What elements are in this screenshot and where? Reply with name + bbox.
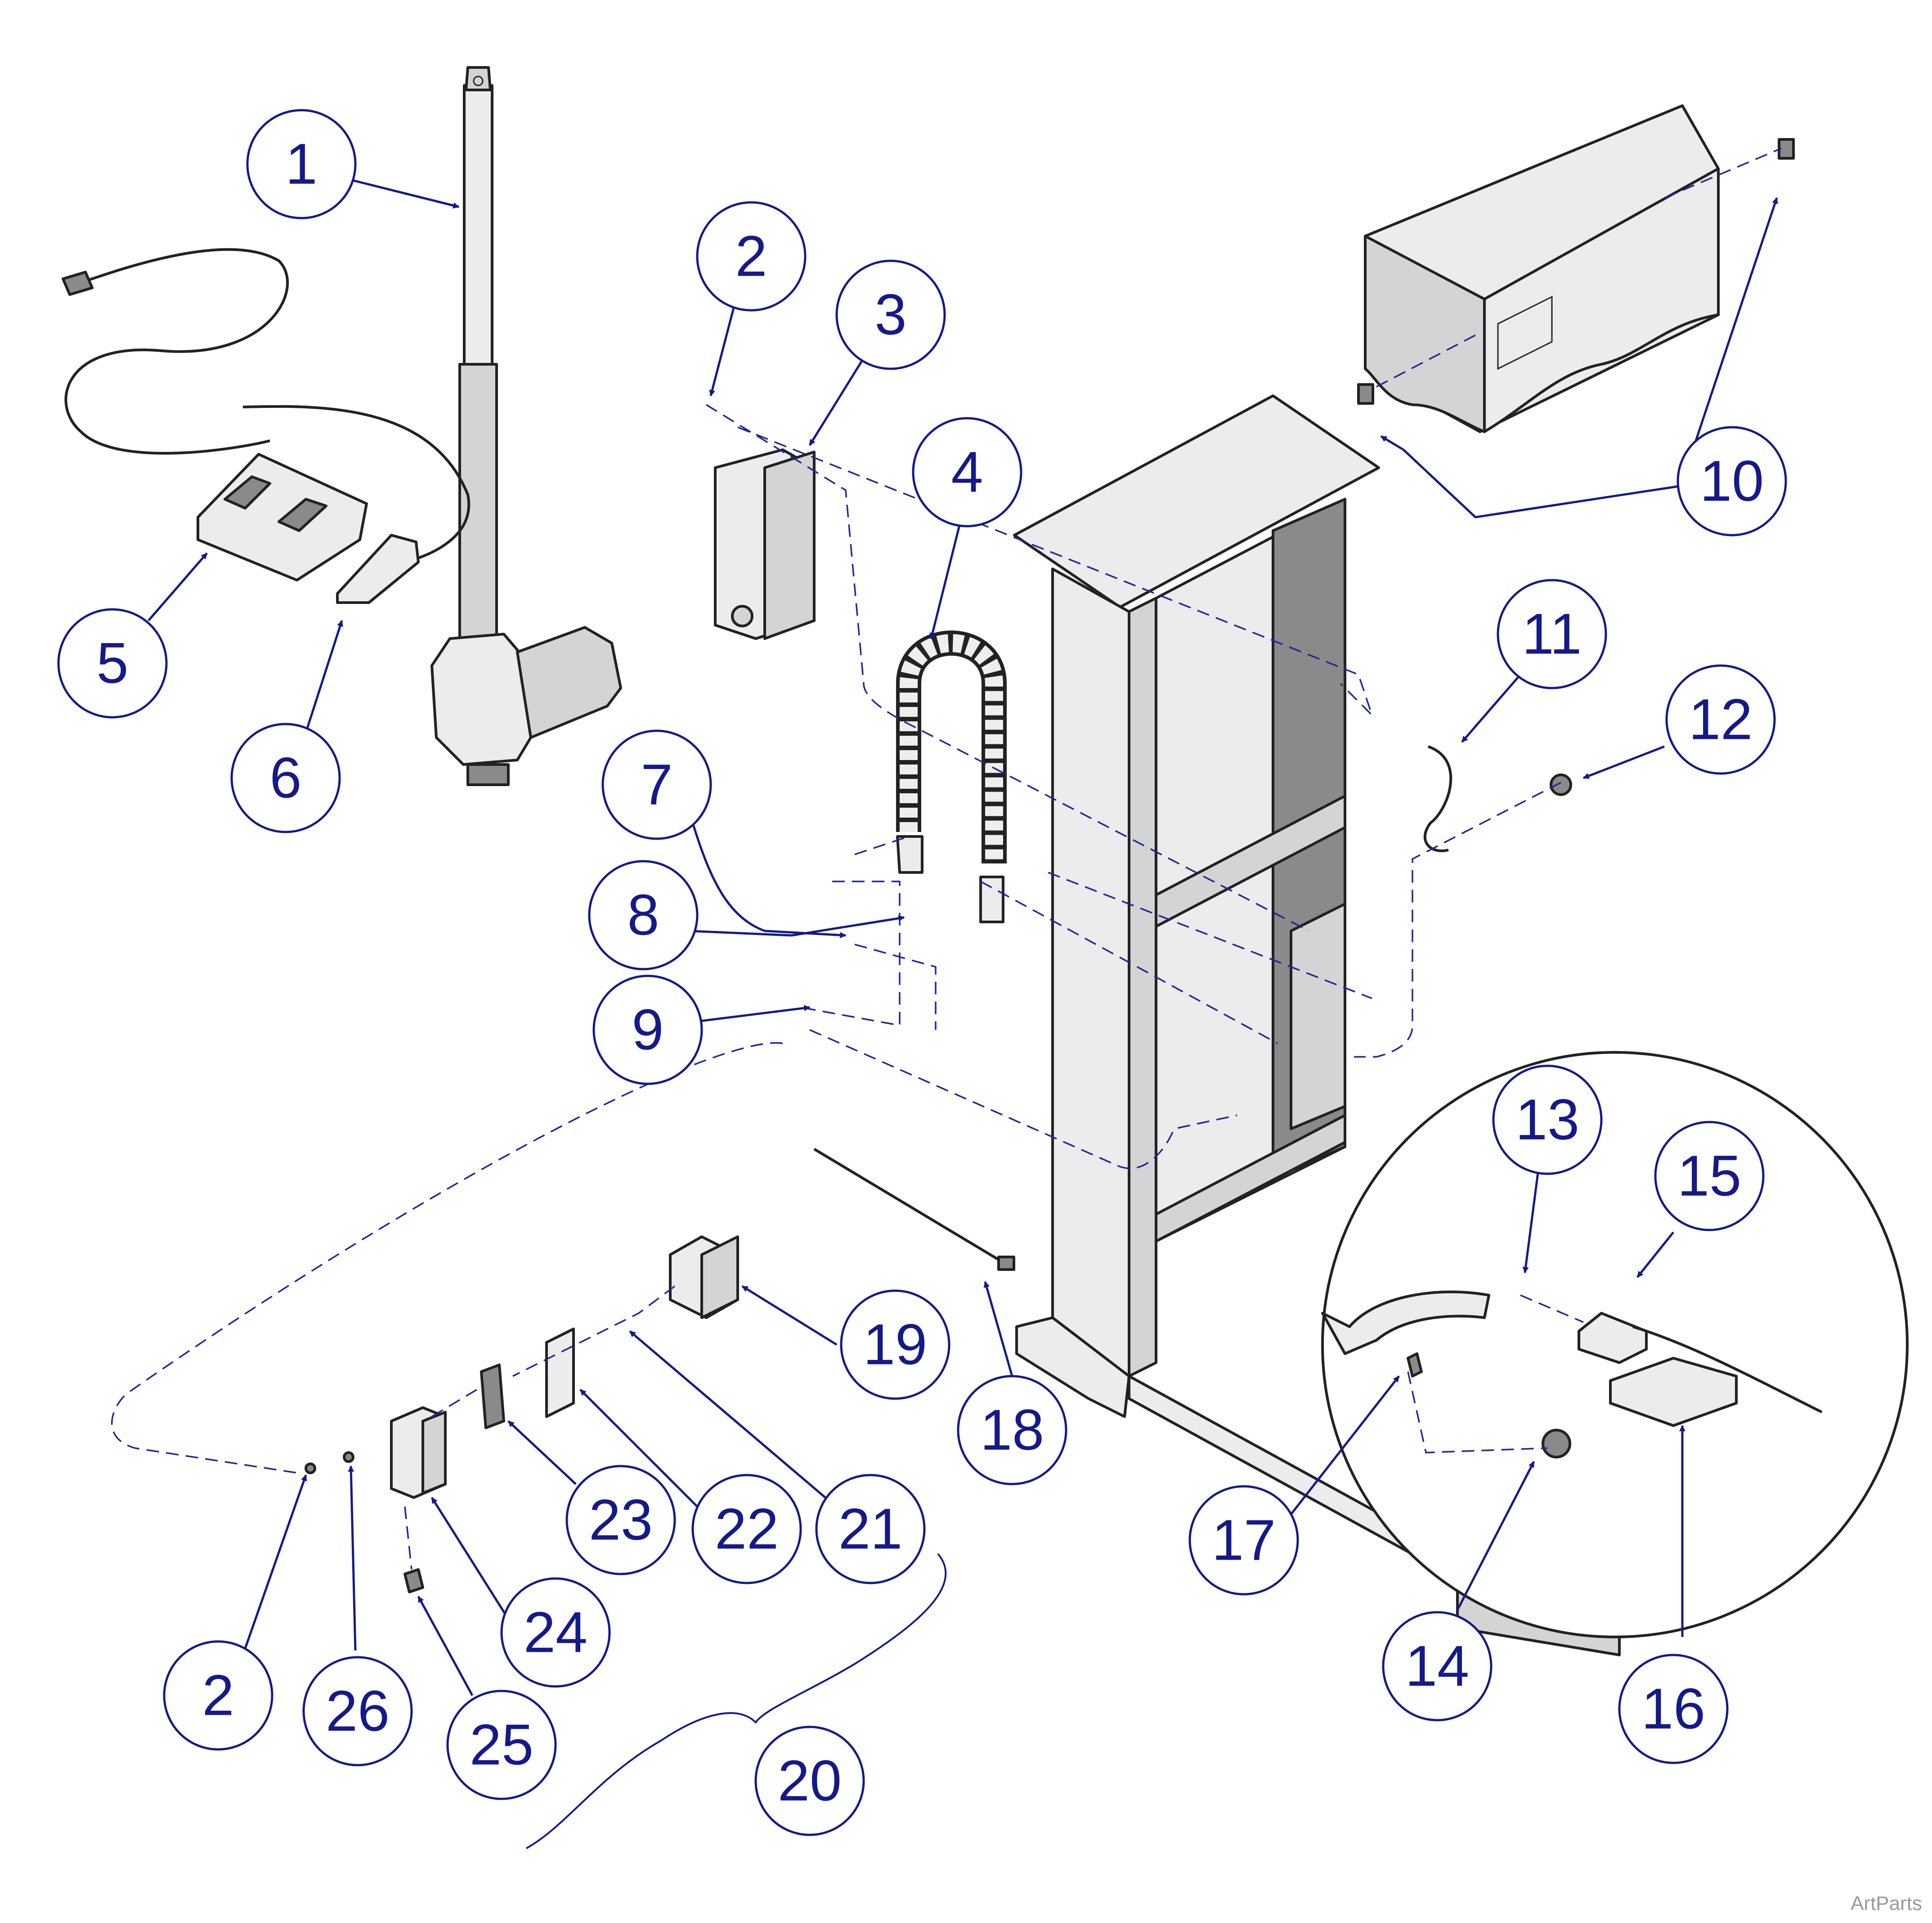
svg-text:20: 20 — [778, 1749, 842, 1813]
callout-13: 13 — [1492, 1064, 1603, 1175]
svg-text:25: 25 — [470, 1713, 533, 1777]
callout-8: 8 — [588, 860, 699, 970]
callout-26: 26 — [302, 1656, 413, 1766]
svg-text:3: 3 — [874, 283, 906, 347]
detail-inset — [1321, 1051, 1909, 1638]
control-box — [714, 448, 816, 640]
callout-7: 7 — [601, 729, 712, 840]
callout-11: 11 — [1497, 579, 1607, 689]
svg-text:26: 26 — [326, 1679, 390, 1744]
cable-carrier-chain — [896, 631, 1007, 923]
svg-text:16: 16 — [1641, 1677, 1705, 1741]
callout-23: 23 — [565, 1465, 676, 1575]
callout-25: 25 — [446, 1690, 557, 1800]
callout-15: 15 — [1654, 1121, 1765, 1231]
svg-text:7: 7 — [641, 753, 672, 817]
linear-actuator — [430, 66, 622, 786]
callout-18: 18 — [957, 1375, 1067, 1485]
svg-text:1: 1 — [285, 132, 317, 197]
callout-2-bottom: 2 — [163, 1640, 273, 1751]
support-frame — [1013, 394, 1841, 1656]
svg-text:10: 10 — [1700, 449, 1764, 514]
callout-10: 10 — [1676, 426, 1787, 537]
callout-9: 9 — [592, 975, 703, 1085]
foot-control — [62, 248, 471, 604]
cable-tie — [813, 1148, 1015, 1271]
svg-text:21: 21 — [838, 1497, 902, 1561]
svg-text:14: 14 — [1405, 1634, 1469, 1699]
svg-text:2: 2 — [202, 1664, 234, 1728]
svg-text:17: 17 — [1212, 1508, 1276, 1573]
callout-6: 6 — [230, 723, 341, 833]
leader-lines — [148, 179, 1778, 1696]
svg-text:2: 2 — [735, 224, 767, 289]
column-cover — [1357, 104, 1795, 433]
callout-5: 5 — [57, 608, 168, 719]
callout-20: 20 — [754, 1726, 865, 1836]
callout-4: 4 — [912, 417, 1022, 528]
svg-text:15: 15 — [1677, 1144, 1741, 1208]
svg-text:18: 18 — [980, 1398, 1044, 1462]
electrical-parts — [305, 1235, 739, 1593]
svg-text:23: 23 — [589, 1488, 653, 1552]
assembly-dashed-lines — [111, 148, 1782, 1570]
group-brace — [526, 1553, 947, 1849]
svg-text:11: 11 — [1522, 602, 1582, 666]
svg-text:24: 24 — [524, 1601, 587, 1665]
callout-3: 3 — [835, 259, 946, 370]
callout-17: 17 — [1188, 1485, 1299, 1596]
svg-text:5: 5 — [96, 631, 128, 696]
callout-22: 22 — [691, 1474, 802, 1584]
callout-19: 19 — [840, 1289, 950, 1400]
svg-text:12: 12 — [1689, 688, 1753, 752]
svg-text:19: 19 — [863, 1313, 927, 1377]
svg-text:13: 13 — [1515, 1088, 1579, 1152]
callout-12: 12 — [1665, 664, 1776, 775]
svg-text:9: 9 — [632, 998, 663, 1062]
callout-2-top: 2 — [696, 201, 807, 312]
watermark: ArtParts — [1851, 1892, 1922, 1914]
svg-text:8: 8 — [627, 883, 659, 948]
svg-text:4: 4 — [951, 440, 983, 505]
svg-text:22: 22 — [715, 1497, 779, 1561]
callout-16: 16 — [1618, 1654, 1729, 1764]
ground-wire-and-bushing — [1423, 745, 1572, 852]
callout-21: 21 — [815, 1474, 926, 1584]
callout-1: 1 — [246, 109, 357, 219]
callout-14: 14 — [1382, 1611, 1493, 1722]
callout-24: 24 — [500, 1577, 611, 1688]
svg-text:6: 6 — [269, 746, 301, 810]
